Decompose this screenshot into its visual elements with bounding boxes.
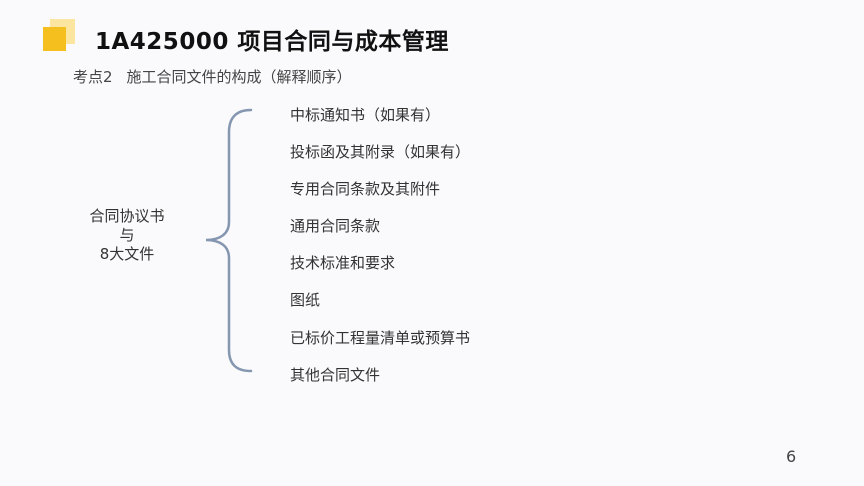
subtitle-text: 施工合同文件的构成（解释顺序） [126,68,352,86]
list-item: 专用合同条款及其附件 [290,180,441,199]
contract-documents-list: 中标通知书（如果有） 投标函及其附录（如果有） 专用合同条款及其附件 通用合同条… [290,100,470,397]
list-item: 已标价工程量清单或预算书 [290,328,471,347]
left-label-line-3: 8大文件 [99,245,155,263]
left-label-line-1: 合同协议书 [89,207,165,225]
slide-title: 1A425000 项目合同与成本管理 [95,29,449,55]
slide-subtitle: 考点2 施工合同文件的构成（解释顺序） [73,66,352,87]
stacked-squares-icon [42,19,76,53]
list-item: 中标通知书（如果有） [290,106,441,124]
logo-front-square [43,27,66,51]
list-item: 通用合同条款 [290,217,381,236]
left-label: 合同协议书 与 8大文件 [72,207,182,264]
list-item: 图纸 [290,291,321,310]
subtitle-prefix: 考点2 [73,68,113,86]
page-number: 6 [786,447,797,466]
left-label-line-2: 与 [119,226,135,244]
list-item: 投标函及其附录（如果有） [290,143,471,162]
list-item: 其他合同文件 [290,365,381,384]
list-item: 技术标准和要求 [290,254,396,273]
